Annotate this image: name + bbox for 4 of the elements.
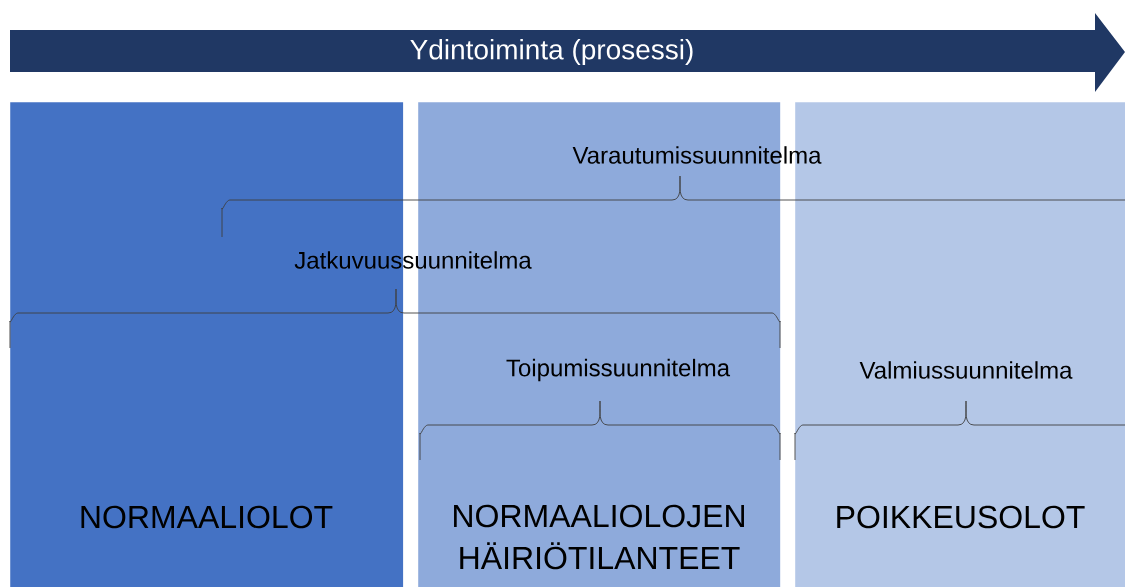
plan-label: Toipumissuunnitelma <box>506 358 731 382</box>
plan-label: Valmiussuunnitelma <box>859 361 1073 379</box>
plan-label: Jatkuvuussuunnitelma <box>294 251 532 269</box>
plan-label: Varautumissuunnitelma <box>572 146 822 164</box>
